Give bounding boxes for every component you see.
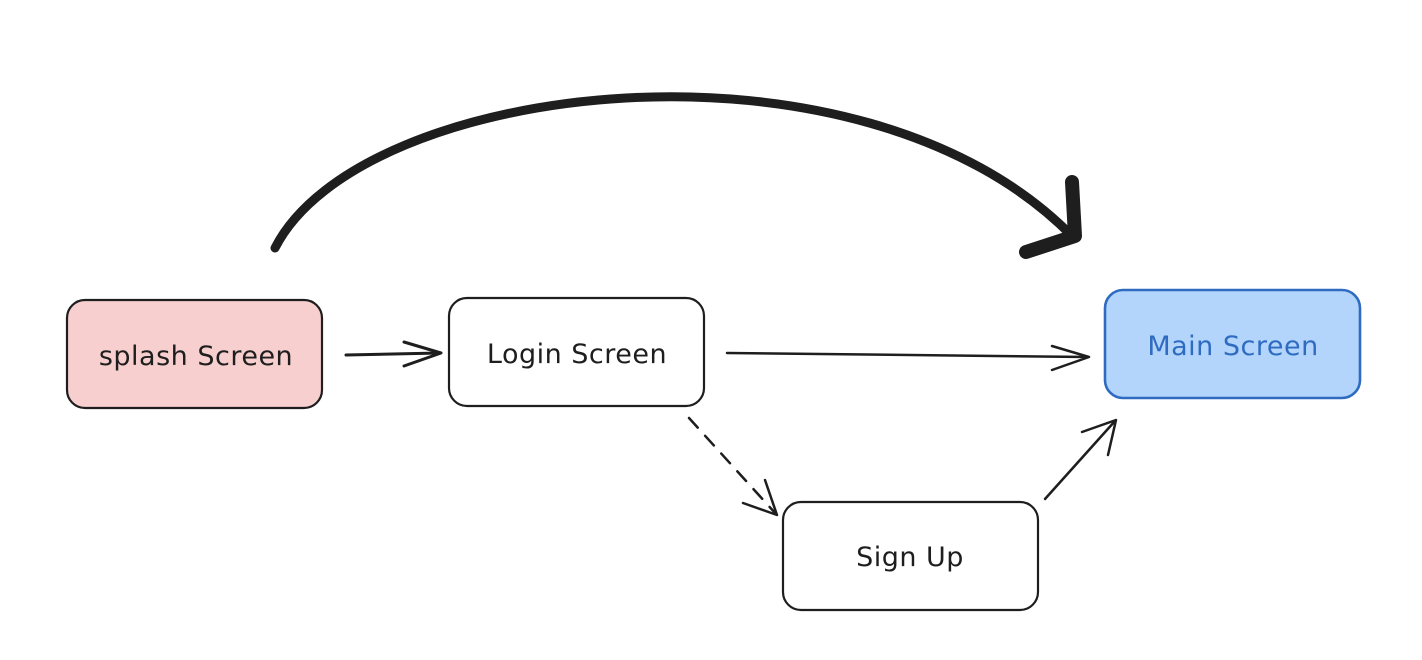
edge-splash-to-main <box>270 92 1082 259</box>
node-main-screen[interactable]: Main Screen <box>1103 288 1362 400</box>
edge-splash-to-main-arrowhead <box>1019 175 1082 259</box>
edge-login-to-main <box>725 344 1091 372</box>
node-splash-box <box>65 298 324 410</box>
node-signup-label: Sign Up <box>856 542 964 573</box>
node-main-label: Main Screen <box>1147 331 1318 362</box>
node-login-box <box>447 296 706 408</box>
node-login-screen[interactable]: Login Screen <box>447 296 706 408</box>
edge-splash-to-main-line <box>270 92 1077 253</box>
node-splash-label: splash Screen <box>99 341 293 372</box>
edge-login-to-signup <box>687 416 779 517</box>
node-sign-up[interactable]: Sign Up <box>781 500 1040 612</box>
node-splash-screen[interactable]: splash Screen <box>65 298 324 410</box>
node-signup-box <box>781 500 1040 612</box>
node-main-box <box>1103 288 1362 400</box>
node-login-label: Login Screen <box>487 339 667 370</box>
edge-splash-to-login <box>344 340 443 368</box>
edge-signup-to-main <box>1043 418 1118 501</box>
